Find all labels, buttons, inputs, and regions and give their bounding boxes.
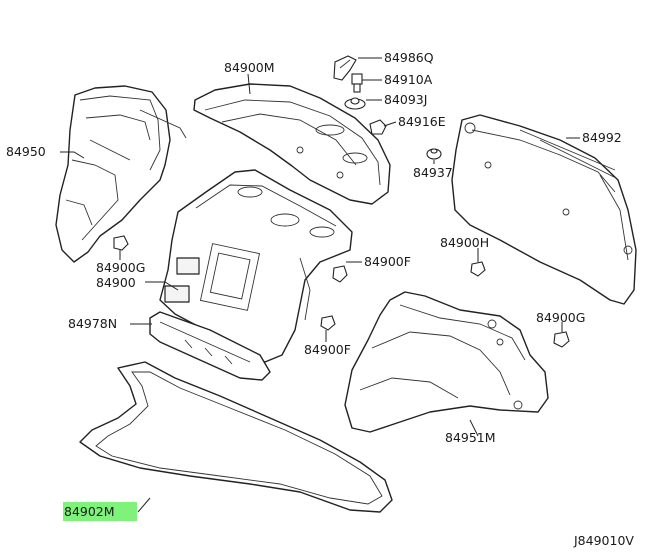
floor-mat [79, 361, 393, 513]
clip-84937 [426, 148, 442, 160]
label-84900m: 84900M [224, 60, 275, 75]
left-side-trim [55, 85, 187, 263]
clip-84900g-left [113, 235, 129, 251]
label-84951m: 84951M [445, 430, 496, 445]
clip-84900h [470, 261, 486, 277]
label-84900: 84900 [96, 275, 136, 290]
clip-84916e [369, 119, 387, 135]
label-84910a: 84910A [384, 72, 433, 87]
label-84978n: 84978N [68, 316, 117, 331]
clip-84900g-right [553, 331, 570, 348]
striker-trim [149, 311, 271, 381]
highlight-box [63, 502, 137, 521]
diagram-code: J849010V [573, 533, 634, 548]
label-84986q: 84986Q [384, 50, 434, 65]
label-84937: 84937 [413, 165, 453, 180]
label-84900f-lower: 84900F [304, 342, 351, 357]
label-84093j: 84093J [384, 92, 427, 107]
bolt-84910a [351, 73, 363, 93]
center-bulkhead [159, 169, 353, 363]
label-84916e: 84916E [398, 114, 446, 129]
leader-lines [60, 57, 580, 513]
clip-84986q [333, 55, 357, 81]
right-side-trim [344, 291, 549, 433]
label-84900g-right: 84900G [536, 310, 585, 325]
clip-84900f-upper [332, 265, 348, 283]
grommet-84093j [344, 97, 366, 110]
label-84900f-upper: 84900F [364, 254, 411, 269]
label-84902m: 84902M [64, 504, 115, 519]
rear-trim-panel [451, 114, 637, 305]
parcel-shelf [193, 83, 391, 205]
clip-84900f-lower [320, 315, 336, 331]
label-84900h: 84900H [440, 235, 489, 250]
label-84900g-left: 84900G [96, 260, 145, 275]
label-84992: 84992 [582, 130, 622, 145]
label-84950: 84950 [6, 144, 46, 159]
